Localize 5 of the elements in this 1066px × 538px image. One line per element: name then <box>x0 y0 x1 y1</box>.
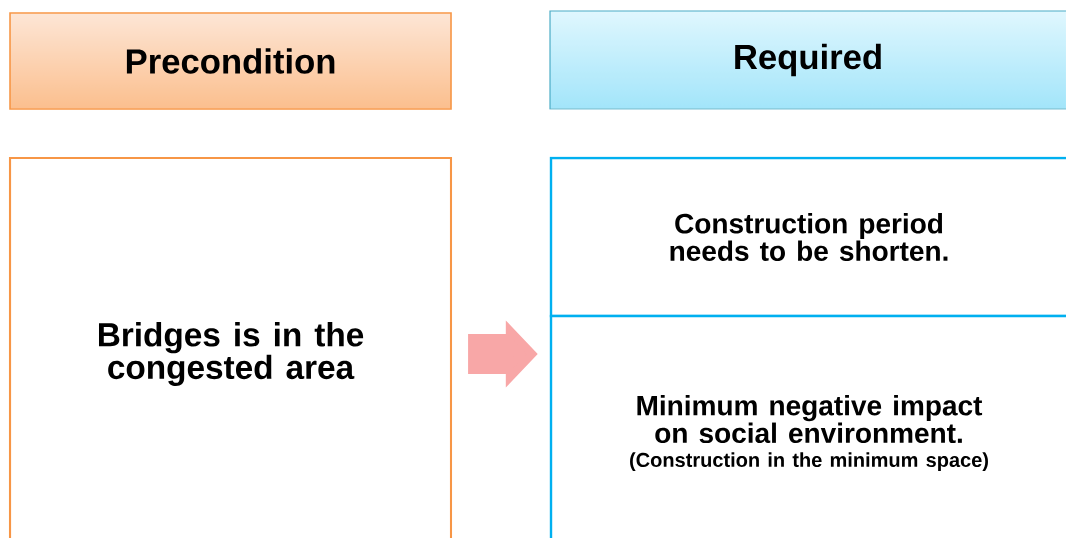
column-header: Required <box>549 10 1066 110</box>
text-box: Construction period needs to be shorten. <box>549 156 1066 318</box>
text-box: Bridges is in the congested area <box>8 156 453 538</box>
text-box: Minimum negative impact on social environment. (Construction in the minimum space) <box>549 314 1066 538</box>
column-header: Precondition <box>9 12 452 110</box>
